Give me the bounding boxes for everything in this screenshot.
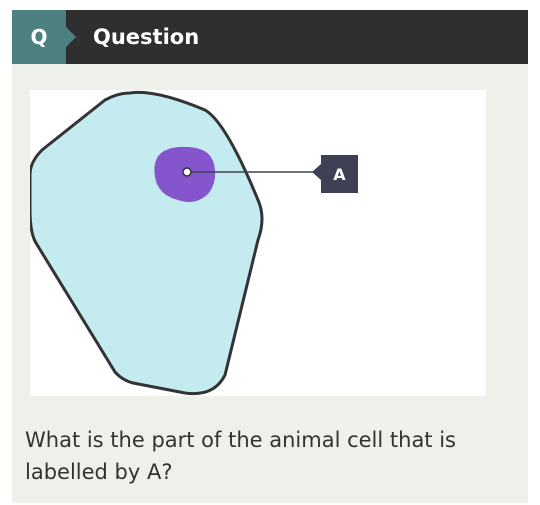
label-a-box: A — [321, 155, 358, 193]
cell-membrane — [30, 90, 264, 396]
question-text: What is the part of the animal cell that… — [25, 428, 456, 484]
cell-diagram-svg — [30, 90, 321, 396]
question-badge: Q — [12, 10, 66, 64]
question-header: Q Question — [12, 10, 528, 64]
label-pointer-icon — [312, 164, 321, 180]
badge-arrow-icon — [66, 27, 76, 47]
header-title: Question — [93, 25, 200, 49]
badge-label: Q — [30, 25, 48, 49]
label-a-text: A — [333, 164, 346, 184]
animal-cell-diagram — [30, 90, 486, 396]
label-pin-dot — [182, 167, 192, 177]
